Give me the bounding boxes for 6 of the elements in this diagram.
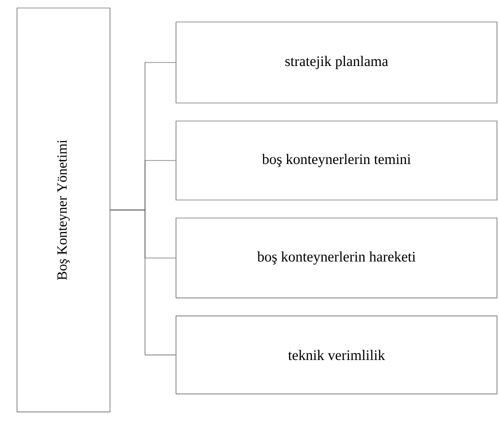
process-box: boş konteynerlerin hareketi [176, 218, 498, 298]
process-box: teknik verimlilik [176, 316, 498, 394]
title-box: Boş Konteyner Yönetimi [16, 8, 110, 412]
process-box: boş konteynerlerin temini [176, 120, 498, 200]
process-box: stratejik planlama [176, 22, 498, 104]
connector [110, 210, 176, 356]
